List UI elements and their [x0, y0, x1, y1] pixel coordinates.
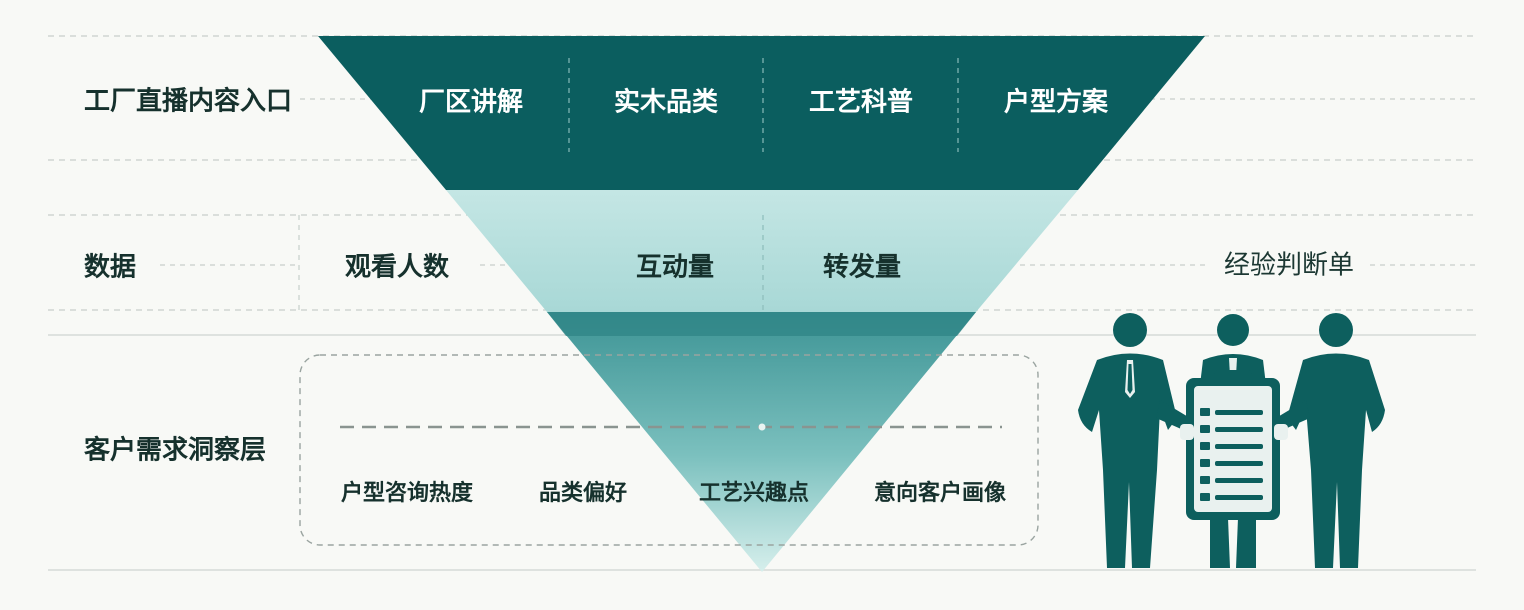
three-businessmen-with-checklist-icon [1078, 313, 1385, 568]
row-label-data: 数据 [84, 252, 137, 283]
funnel-band-entry [318, 36, 1205, 190]
insight-item-category-preference: 品类偏好 [538, 481, 628, 506]
funnel-band-data [446, 190, 1078, 312]
row-label-entry: 工厂直播内容入口 [84, 86, 293, 117]
funnel-band-insight [547, 312, 976, 572]
entry-item-solid-wood: 实木品类 [613, 87, 719, 118]
data-item-interactions: 互动量 [635, 252, 715, 283]
entry-item-factory-tour: 厂区讲解 [418, 87, 524, 118]
entry-item-floor-plan: 户型方案 [1003, 87, 1109, 118]
data-item-viewers: 观看人数 [344, 252, 450, 283]
insight-box [299, 354, 1039, 546]
data-item-shares: 转发量 [822, 252, 902, 283]
data-side-note: 经验判断单 [1223, 250, 1355, 281]
entry-item-craft-science: 工艺科普 [808, 87, 914, 118]
row-label-insight: 客户需求洞察层 [84, 435, 267, 466]
insight-item-craft-interest: 工艺兴趣点 [698, 481, 810, 506]
insight-item-customer-persona: 意向客户画像 [873, 481, 1007, 506]
insight-item-floorplan-inquiry: 户型咨询热度 [340, 481, 474, 506]
